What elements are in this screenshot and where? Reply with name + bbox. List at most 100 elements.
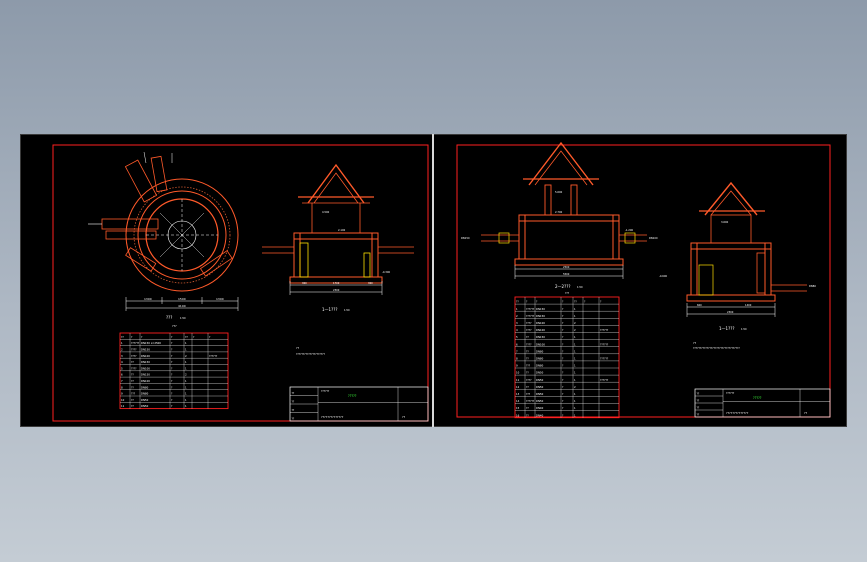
table-cell: DN80 xyxy=(536,364,544,368)
table-cell: 1 xyxy=(574,307,576,311)
title-block-drawing-name: ?????????????? xyxy=(726,411,749,415)
table-header-cell: ? xyxy=(536,300,538,304)
table-cell: ? xyxy=(562,314,564,318)
table-cell: ?? xyxy=(526,413,529,417)
title-block: ??????????????????????????????????? xyxy=(694,388,831,418)
table-cell: 8 xyxy=(516,357,518,361)
table-cell: DN50 xyxy=(536,371,544,375)
table-cell: 1 xyxy=(574,364,576,368)
title-block-project: ?????? xyxy=(321,389,330,393)
table-cell: ?????? xyxy=(526,307,535,311)
table-cell: ??? xyxy=(131,392,136,396)
table-cell: 2 xyxy=(121,348,123,352)
table-header-cell: ? xyxy=(562,300,564,304)
section-a-dim-mid: 2500 xyxy=(563,265,570,269)
title-block-row-label: ?? xyxy=(292,400,295,404)
table-cell: DN80 xyxy=(141,392,149,396)
table-cell: DN150 xyxy=(536,335,545,339)
table-cell: ? xyxy=(171,385,173,389)
drawing-sheet-left[interactable]: 1300 1500 1300 4100 ??? 1:50 ??? 300 170… xyxy=(22,135,437,426)
table-cell: 2 xyxy=(574,321,576,325)
table-cell: 8 xyxy=(121,385,123,389)
table-cell: 14 xyxy=(516,399,520,403)
title-block: ??????????????????????????????????? xyxy=(289,386,429,422)
table-cell: ? xyxy=(562,385,564,389)
section-a-level-mid: 2.700 xyxy=(555,210,563,214)
table-cell: 1 xyxy=(185,360,187,364)
table-cell: ? xyxy=(171,392,173,396)
notes-body: ?????????????????????????????????? xyxy=(693,346,740,350)
table-cell: DN50 xyxy=(536,385,544,389)
table-cell: ?????? xyxy=(600,342,609,346)
table-cell: 1 xyxy=(185,385,187,389)
plan-dim-right: 1300 xyxy=(216,297,224,301)
table-cell: ?????? xyxy=(131,341,140,345)
table-cell: 2 xyxy=(574,385,576,389)
section-a-tag-right: DN100 xyxy=(649,236,658,240)
table-header-cell: ? xyxy=(526,300,528,304)
table-cell: 5 xyxy=(516,335,518,339)
table-cell: ?? xyxy=(131,360,134,364)
table-cell: ?? xyxy=(131,404,134,408)
table-cell: 9 xyxy=(121,392,123,396)
table-cell: 1 xyxy=(574,392,576,396)
table-cell: ? xyxy=(562,399,564,403)
table-cell: ???? xyxy=(526,321,532,325)
table-cell: ?????? xyxy=(209,354,218,358)
title-block-row-label: ?? xyxy=(292,391,295,395)
table-cell: 1 xyxy=(185,348,187,352)
section-b-level-top: 3.600 xyxy=(721,220,729,224)
sheet-frame xyxy=(456,144,831,418)
section-a-level-top: 5.600 xyxy=(555,190,563,194)
section-level-base: -0.300 xyxy=(382,270,390,274)
table-cell: ? xyxy=(171,373,173,377)
table-cell: ? xyxy=(171,404,173,408)
title-block-row-label: ?? xyxy=(292,408,295,412)
table-header-cell: ? xyxy=(131,335,133,339)
table-cell: ?? xyxy=(131,385,134,389)
section-b-tag-right: DN80 xyxy=(809,284,816,288)
table-cell: ?? xyxy=(131,379,134,383)
drawing-sheet-right[interactable]: 2500 5500 5.600 2.700 -1.200 DN150 DN100… xyxy=(435,135,850,426)
section-level-top: 4.500 xyxy=(322,210,330,214)
notes-heading: ?? xyxy=(296,346,300,350)
section-dim-mid: 1700 xyxy=(333,281,340,285)
table-cell: ? xyxy=(171,354,173,358)
table-cell: ? xyxy=(171,348,173,352)
title-block-sheet-no: ?? xyxy=(402,415,406,419)
section-view-b xyxy=(686,181,807,317)
table-cell: ?? xyxy=(131,398,134,402)
table-cell: DN150 xyxy=(536,307,545,311)
table-cell: ? xyxy=(562,371,564,375)
table-cell: DN150 xyxy=(141,373,150,377)
section-view-scale: 1:50 xyxy=(344,308,350,312)
table-cell: 1 xyxy=(574,378,576,382)
section-dim-right: 300 xyxy=(368,281,373,285)
table-cell: ???? xyxy=(131,348,137,352)
section-a-scale: 1:50 xyxy=(577,285,583,289)
table-cell: 9 xyxy=(516,364,518,368)
table-cell: ?????? xyxy=(600,357,609,361)
plan-view-title: ??? xyxy=(166,315,172,320)
viewport-splitter[interactable] xyxy=(432,134,434,427)
table-cell: 5 xyxy=(121,366,123,370)
table-header-cell: ? xyxy=(209,335,211,339)
table-header-cell: ?? xyxy=(574,300,577,304)
table-cell: ?? xyxy=(526,357,529,361)
title-block-row-label: ?? xyxy=(697,399,700,403)
table-cell: DN100 xyxy=(141,379,150,383)
table-header-cell: ? xyxy=(584,300,586,304)
title-block-drawing-name: ?????????????? xyxy=(321,415,344,419)
table-cell: 6 xyxy=(121,373,123,377)
table-cell: 1 xyxy=(574,335,576,339)
section-b-scale: 1:50 xyxy=(741,327,747,331)
table-cell: ? xyxy=(562,321,564,325)
table-cell: ?? xyxy=(526,406,529,410)
table-cell: ? xyxy=(171,366,173,370)
table-cell: 1 xyxy=(185,404,187,408)
table-cell: ?? xyxy=(526,371,529,375)
table-cell: DN150 xyxy=(141,348,150,352)
section-b-level-pipe: -0.600 xyxy=(659,274,667,278)
title-block-sheet-no: ?? xyxy=(804,411,808,415)
table-cell: 1 xyxy=(574,399,576,403)
